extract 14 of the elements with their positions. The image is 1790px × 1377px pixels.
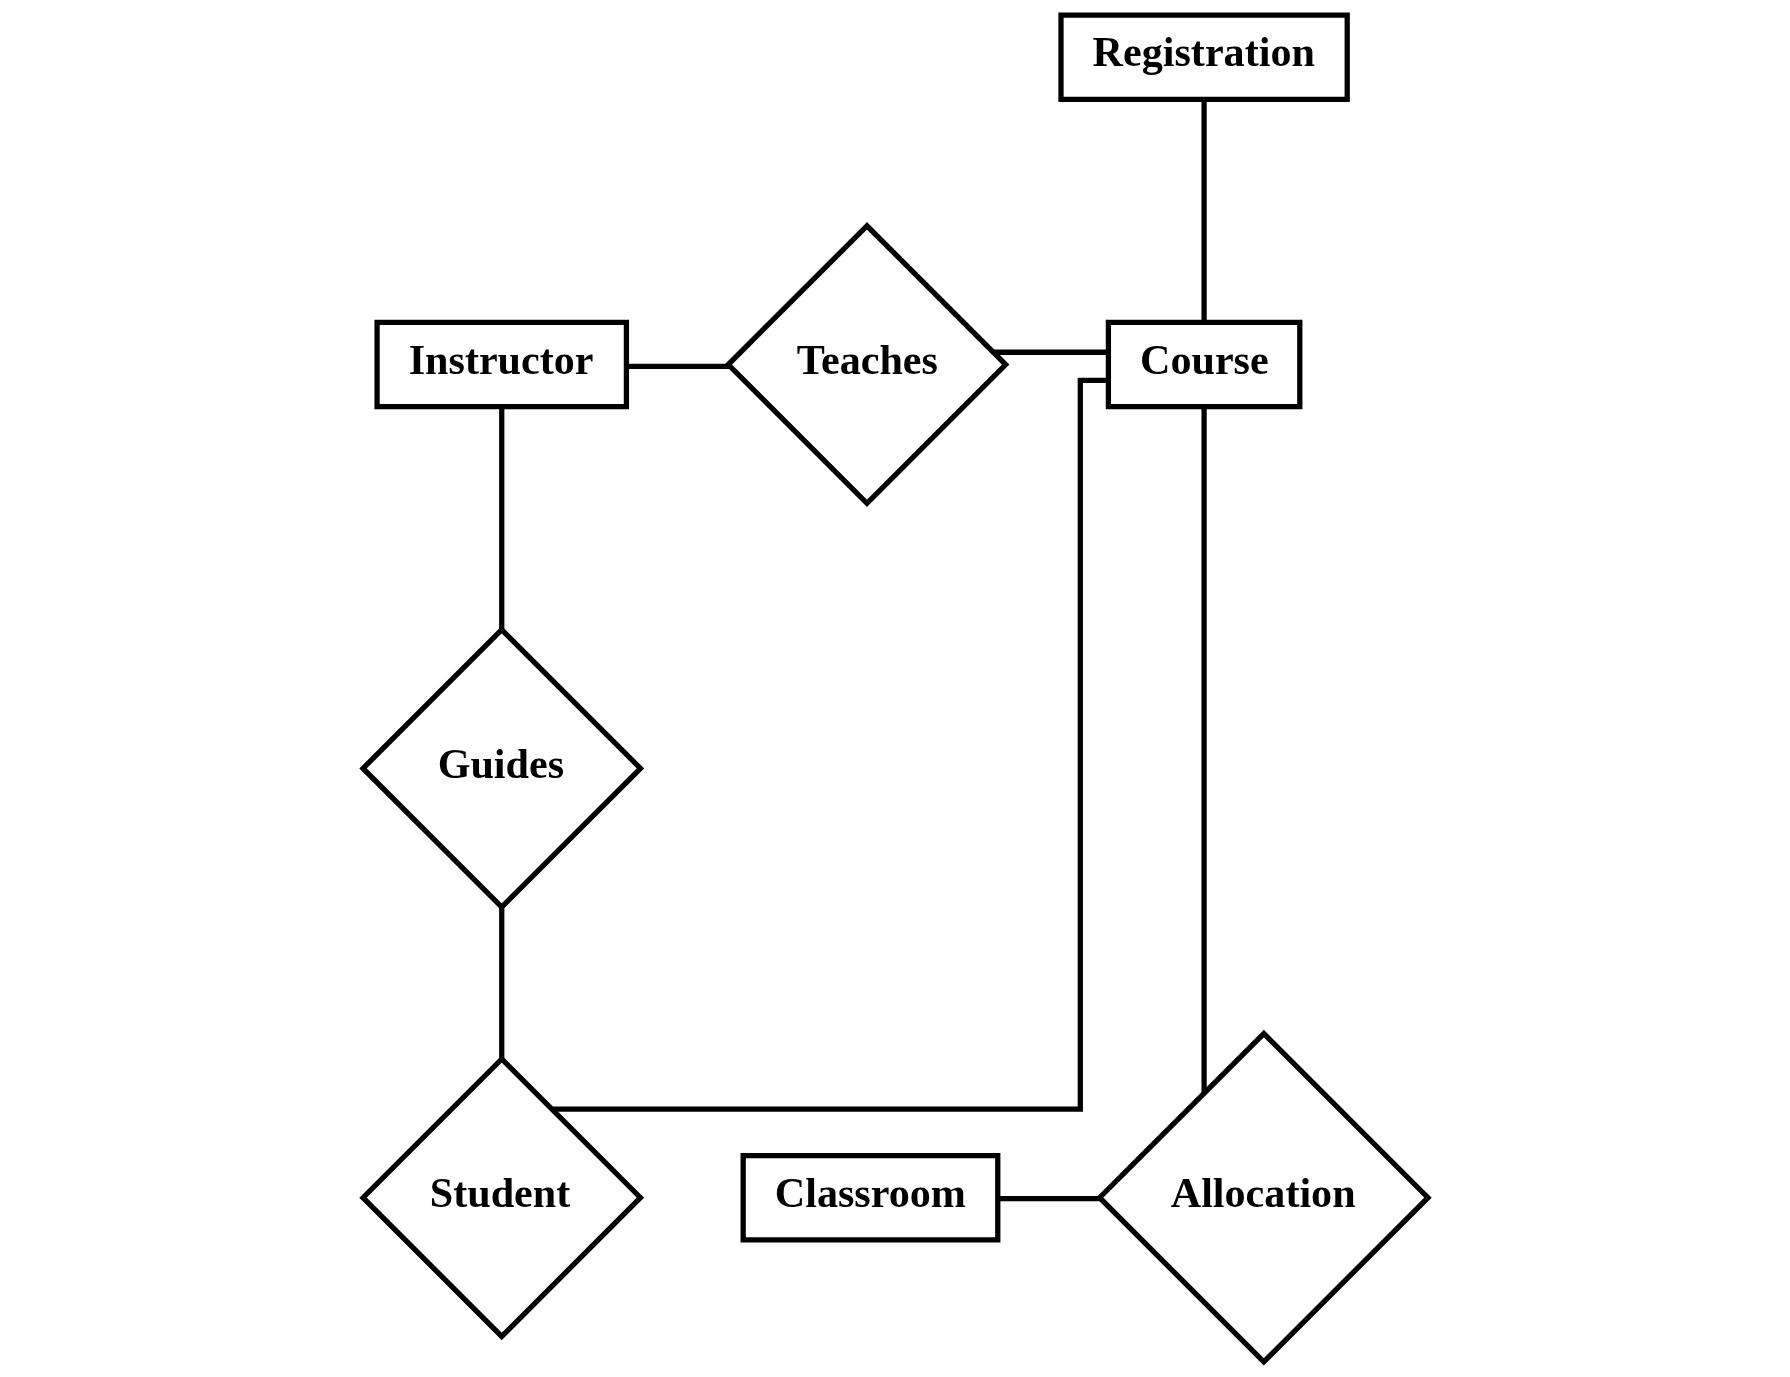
- connector: [551, 377, 1108, 1112]
- node-box: Course: [1105, 319, 1302, 410]
- connector: [498, 907, 504, 1059]
- connector: [498, 407, 504, 630]
- node-diamond: Teaches: [724, 222, 1009, 507]
- node-box: Instructor: [373, 319, 629, 410]
- node-box: Registration: [1057, 12, 1350, 103]
- connector: [1200, 407, 1207, 1093]
- connector: [1200, 100, 1207, 323]
- connector: [997, 1195, 1100, 1202]
- node-diamond: Student: [358, 1055, 644, 1341]
- connector: [992, 349, 1108, 355]
- node-diamond: Allocation: [1095, 1029, 1432, 1366]
- node-box: Classroom: [740, 1152, 1000, 1243]
